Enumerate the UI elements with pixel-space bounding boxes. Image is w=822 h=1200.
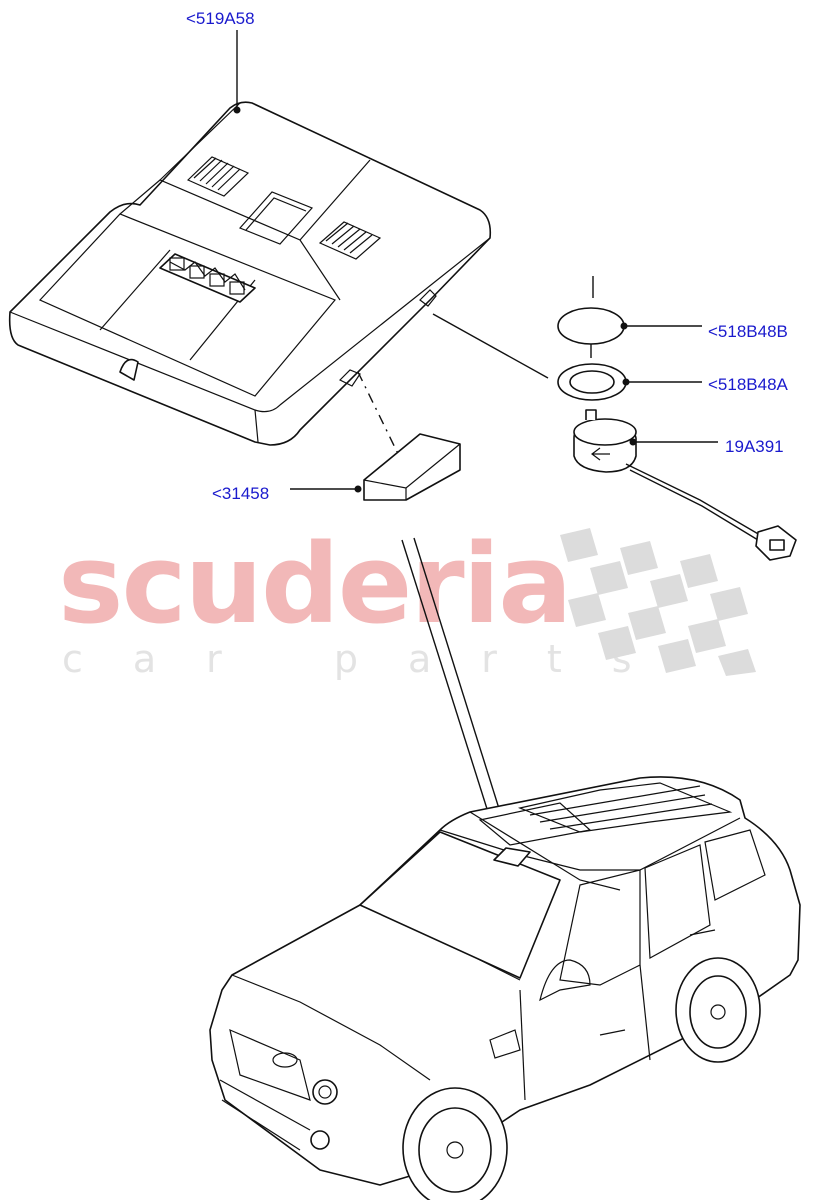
adhesive-pad (357, 371, 461, 501)
watermark-checker-flag (560, 528, 756, 676)
sensor-lens (557, 307, 625, 345)
callout-518b48b: <518B48B (708, 322, 788, 341)
center-window (238, 191, 314, 245)
watermark-brand: scuderia (58, 520, 571, 648)
callout-31458: <31458 (212, 484, 269, 503)
sensor-location-marker (493, 847, 531, 867)
callout-19a391: 19A391 (725, 437, 784, 456)
windshield (359, 831, 561, 979)
switch-bank (159, 253, 256, 303)
sunroof-switch (119, 358, 139, 381)
sensor-unit (573, 409, 797, 561)
front-fascia (219, 1028, 338, 1151)
front-wheel (402, 1087, 508, 1200)
vent-left (186, 156, 250, 197)
vehicle-illustration (209, 776, 801, 1200)
vent-right (318, 221, 382, 260)
watermark: scuderia car parts (58, 520, 756, 681)
sensor-assembly (432, 276, 797, 561)
location-leader (401, 539, 501, 851)
watermark-tagline: car parts (62, 637, 682, 681)
rear-wheel (675, 957, 761, 1063)
callout-518b48a: <518B48A (708, 375, 789, 394)
sensor-bezel (557, 363, 627, 401)
callout-519a58: <519A58 (186, 9, 255, 28)
overhead-console (8, 101, 492, 446)
